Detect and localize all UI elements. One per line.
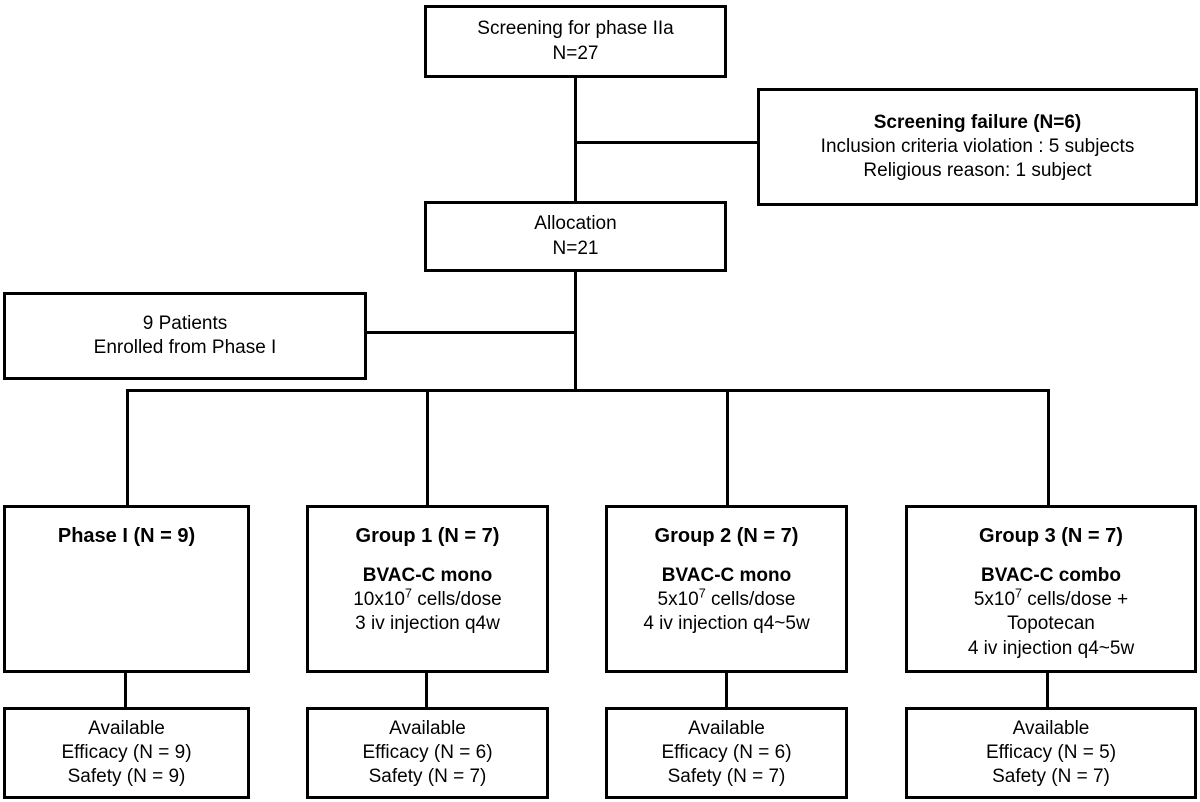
- available-heading: Available: [688, 717, 765, 739]
- available-safety: Safety (N = 7): [992, 766, 1110, 788]
- node-arm-phase-i: Phase I (N = 9): [3, 505, 250, 673]
- available-efficacy: Efficacy (N = 6): [362, 741, 493, 763]
- connector-phase-i-to-available: [124, 672, 127, 708]
- screening-failure-line-1: Inclusion criteria violation : 5 subject…: [820, 135, 1135, 157]
- node-available-phase-i: Available Efficacy (N = 9) Safety (N = 9…: [3, 707, 250, 799]
- available-safety: Safety (N = 9): [67, 766, 186, 788]
- dose-suffix: cells/dose: [411, 588, 502, 610]
- arm-title-group-2: Group 2 (N = 7): [654, 525, 799, 547]
- connector-group-3-to-available: [1046, 672, 1049, 708]
- connector-group-1-to-available: [425, 672, 428, 708]
- screening-failure-line-2: Religious reason: 1 subject: [863, 160, 1092, 182]
- screening-failure-heading: Screening failure (N=6): [873, 111, 1082, 133]
- available-heading: Available: [88, 717, 165, 739]
- node-allocation: Allocation N=21: [424, 201, 727, 272]
- dose-base: 5x10: [973, 588, 1016, 610]
- dose-base: 10x10: [353, 588, 405, 610]
- connector-distribution-bar: [126, 389, 1050, 392]
- available-heading: Available: [1012, 717, 1090, 739]
- connector-screening-to-allocation: [574, 78, 577, 203]
- dose-exponent: 7: [698, 586, 706, 601]
- connector-group-2-to-available: [725, 672, 728, 708]
- arm-regimen-group-1: BVAC-C mono: [362, 564, 493, 586]
- arm-dose-group-3: 5x107 cells/dose +: [973, 586, 1129, 612]
- allocation-line-1: Allocation: [534, 213, 617, 235]
- arm-schedule-group-3: 4 iv injection q4~5w: [967, 637, 1135, 659]
- dose-exponent: 7: [405, 586, 412, 601]
- screening-line-2: N=27: [552, 42, 599, 64]
- connector-drop-phase-i: [126, 389, 129, 506]
- connector-to-screening-failure: [574, 141, 759, 144]
- available-efficacy: Efficacy (N = 9): [61, 741, 192, 763]
- connector-drop-group-2: [726, 389, 729, 506]
- node-screening-failure: Screening failure (N=6) Inclusion criter…: [757, 88, 1198, 206]
- arm-schedule-group-1: 3 iv injection q4w: [355, 613, 500, 635]
- dose-exponent: 7: [1015, 586, 1023, 601]
- arm-schedule-group-2: 4 iv injection q4~5w: [643, 613, 810, 635]
- available-efficacy: Efficacy (N = 5): [985, 741, 1117, 763]
- arm-dose-group-1: 10x107 cells/dose: [353, 586, 502, 612]
- arm-extra-group-3: Topotecan: [1007, 613, 1095, 635]
- node-screening: Screening for phase IIa N=27: [424, 5, 727, 78]
- available-safety: Safety (N = 7): [667, 766, 786, 788]
- arm-title-group-3: Group 3 (N = 7): [979, 525, 1123, 547]
- node-phase1-enrolled: 9 Patients Enrolled from Phase I: [3, 292, 367, 380]
- node-available-group-3: Available Efficacy (N = 5) Safety (N = 7…: [905, 707, 1197, 799]
- screening-line-1: Screening for phase IIa: [477, 18, 674, 40]
- node-arm-group-2: Group 2 (N = 7) BVAC-C mono 5x107 cells/…: [605, 505, 848, 673]
- allocation-line-2: N=21: [552, 237, 599, 259]
- available-safety: Safety (N = 7): [368, 766, 487, 788]
- arm-regimen-group-2: BVAC-C mono: [661, 564, 792, 586]
- arm-title-group-1: Group 1 (N = 7): [355, 525, 500, 547]
- connector-drop-group-1: [426, 389, 429, 506]
- node-arm-group-3: Group 3 (N = 7) BVAC-C combo 5x107 cells…: [905, 505, 1197, 673]
- dose-base: 5x10: [657, 588, 699, 610]
- node-available-group-1: Available Efficacy (N = 6) Safety (N = 7…: [306, 707, 549, 799]
- phase1-enrolled-line-2: Enrolled from Phase I: [93, 337, 277, 358]
- available-efficacy: Efficacy (N = 6): [661, 741, 792, 763]
- arm-regimen-group-3: BVAC-C combo: [980, 564, 1122, 586]
- arm-title-phase-i: Phase I (N = 9): [57, 525, 196, 547]
- available-heading: Available: [389, 717, 466, 739]
- connector-phase1-enrolled-to-stem: [367, 331, 577, 334]
- node-arm-group-1: Group 1 (N = 7) BVAC-C mono 10x107 cells…: [306, 505, 549, 673]
- connector-drop-group-3: [1047, 389, 1050, 506]
- arm-dose-group-2: 5x107 cells/dose: [657, 586, 796, 612]
- node-available-group-2: Available Efficacy (N = 6) Safety (N = 7…: [605, 707, 848, 799]
- dose-suffix: cells/dose +: [1022, 588, 1129, 610]
- phase1-enrolled-line-1: 9 Patients: [142, 312, 228, 334]
- dose-suffix: cells/dose: [705, 588, 796, 610]
